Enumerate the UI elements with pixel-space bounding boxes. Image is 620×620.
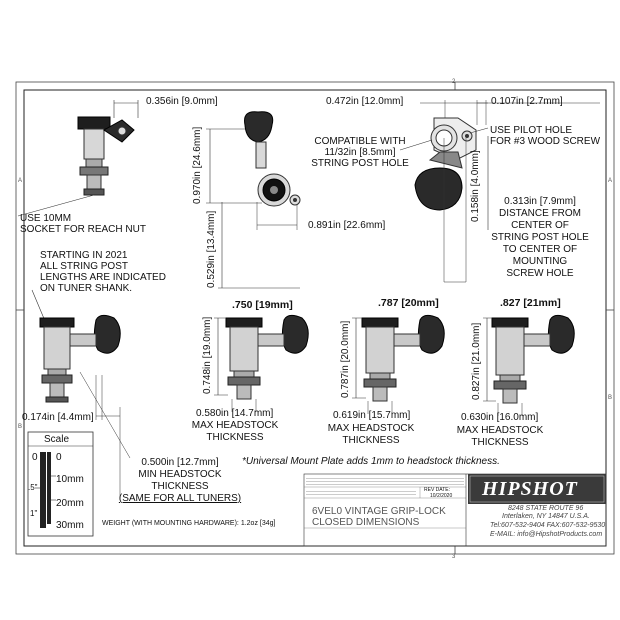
rev-date-label: REV DATE: [424, 487, 451, 493]
drawing-title-1: 6VEL0 VINTAGE GRIP-LOCK [312, 506, 446, 517]
tuner-front-view-top-center [206, 111, 301, 289]
max-headstock-20-1: MAX HEADSTOCK [327, 423, 415, 434]
dim-0787: 0.787in [20.0mm] [340, 320, 351, 398]
dist-line-1: 0.313in [7.9mm] [504, 196, 576, 207]
dim-0827: 0.827in [21.0mm] [471, 322, 482, 400]
note-2021-1: STARTING IN 2021 [40, 250, 128, 261]
dim-0580: 0.580in [14.7mm] [196, 408, 274, 419]
compat-line-1: COMPATIBLE WITH [314, 136, 406, 147]
note-2021-3: LENGTHS ARE INDICATED [40, 272, 166, 283]
hipshot-logo: HIPSHOT [482, 478, 578, 500]
min-headstock-2: MIN HEADSTOCK [138, 469, 222, 480]
header-21mm: .827 [21mm] [500, 297, 561, 309]
tuner-top-view-top-right [399, 100, 600, 283]
max-headstock-19-2: THICKNESS [206, 432, 264, 443]
tuner-21mm [483, 314, 575, 416]
tuner-mid-left [31, 289, 131, 500]
phone-line: Tel:607-532-9404 FAX:607-532-9530 [490, 522, 606, 529]
border-row-b: B [18, 424, 23, 430]
header-20mm: .787 [20mm] [378, 297, 439, 309]
pilot-line-1: USE PILOT HOLE [490, 125, 573, 136]
min-headstock-3: THICKNESS [151, 481, 209, 492]
dim-0970: 0.970in [24.6mm] [192, 126, 203, 204]
border-row-a-right: A [608, 178, 613, 184]
address-line-1: 8248 STATE ROUTE 96 [508, 505, 584, 512]
max-headstock-20-2: THICKNESS [342, 435, 400, 446]
rev-date-value: 10/2/2020 [430, 493, 453, 499]
scale-mm-30: 30mm [56, 520, 84, 531]
note-10mm-socket-2: SOCKET FOR REACH NUT [20, 224, 146, 235]
scale-mm-0: 0 [56, 452, 62, 463]
max-headstock-21-1: MAX HEADSTOCK [456, 425, 544, 436]
border-row-b-right: B [608, 395, 613, 401]
border-row-a: A [18, 178, 23, 184]
universal-mount-note: *Universal Mount Plate adds 1mm to heads… [242, 456, 500, 467]
dist-line-2: DISTANCE FROM [498, 208, 582, 219]
note-2021-4: ON TUNER SHANK. [40, 283, 133, 294]
tolerance-print-block [306, 489, 416, 497]
title-block [303, 473, 607, 547]
scale-title: Scale [44, 434, 70, 445]
tuner-19mm [214, 314, 309, 412]
weight-note: WEIGHT (WITH MOUNTING HARDWARE): 1.2oz [… [102, 520, 276, 527]
pilot-line-2: FOR #3 WOOD SCREW [490, 136, 601, 147]
tuner-side-view-top-left [17, 100, 139, 217]
dist-line-6: MOUNTING [512, 256, 568, 267]
scale-mm-20: 20mm [56, 498, 84, 509]
header-19mm: .750 [19mm] [232, 299, 293, 311]
dist-line-4: STRING POST HOLE [491, 232, 589, 243]
scale-mm-10: 10mm [56, 474, 84, 485]
address-line-2: Interlaken, NY 14847 U.S.A. [502, 513, 590, 520]
scale-inch-1: 1" [30, 509, 38, 518]
dim-0529: 0.529in [13.4mm] [206, 210, 217, 288]
border-col-3: 3 [452, 554, 456, 560]
max-headstock-21-2: THICKNESS [471, 437, 529, 448]
scale-box [27, 431, 94, 537]
dim-0891: 0.891in [22.6mm] [308, 220, 386, 231]
min-headstock-4: (SAME FOR ALL TUNERS) [118, 493, 242, 504]
scale-inch-half: .5" [28, 483, 38, 492]
compat-line-3: STRING POST HOLE [311, 158, 409, 169]
border-col-2: 2 [452, 79, 456, 85]
dim-0356: 0.356in [9.0mm] [146, 96, 218, 107]
dist-line-7: SCREW HOLE [506, 268, 574, 279]
outer-border [15, 81, 615, 555]
dist-line-5: TO CENTER OF [502, 244, 578, 255]
tuner-20mm [352, 314, 445, 414]
note-10mm-socket-1: USE 10MM [20, 213, 72, 224]
note-2021-2: ALL STRING POST [40, 261, 128, 272]
drawing-title-2: CLOSED DIMENSIONS [312, 517, 420, 528]
min-headstock-1: 0.500in [12.7mm] [141, 457, 219, 468]
dist-line-3: CENTER OF [511, 220, 569, 231]
dim-0748: 0.748in [19.0mm] [202, 316, 213, 394]
compat-line-2: 11/32in [8.5mm] [324, 147, 396, 158]
dim-0174: 0.174in [4.4mm] [22, 412, 94, 423]
scale-inch-0: 0 [32, 452, 38, 463]
dim-0107: 0.107in [2.7mm] [491, 96, 563, 107]
dim-0472: 0.472in [12.0mm] [326, 96, 404, 107]
dim-0630: 0.630in [16.0mm] [461, 412, 539, 423]
max-headstock-19-1: MAX HEADSTOCK [191, 420, 279, 431]
dim-0619: 0.619in [15.7mm] [333, 410, 411, 421]
email-line: E-MAIL: info@HipshotProducts.com [490, 531, 603, 538]
fine-print-block [306, 476, 464, 486]
